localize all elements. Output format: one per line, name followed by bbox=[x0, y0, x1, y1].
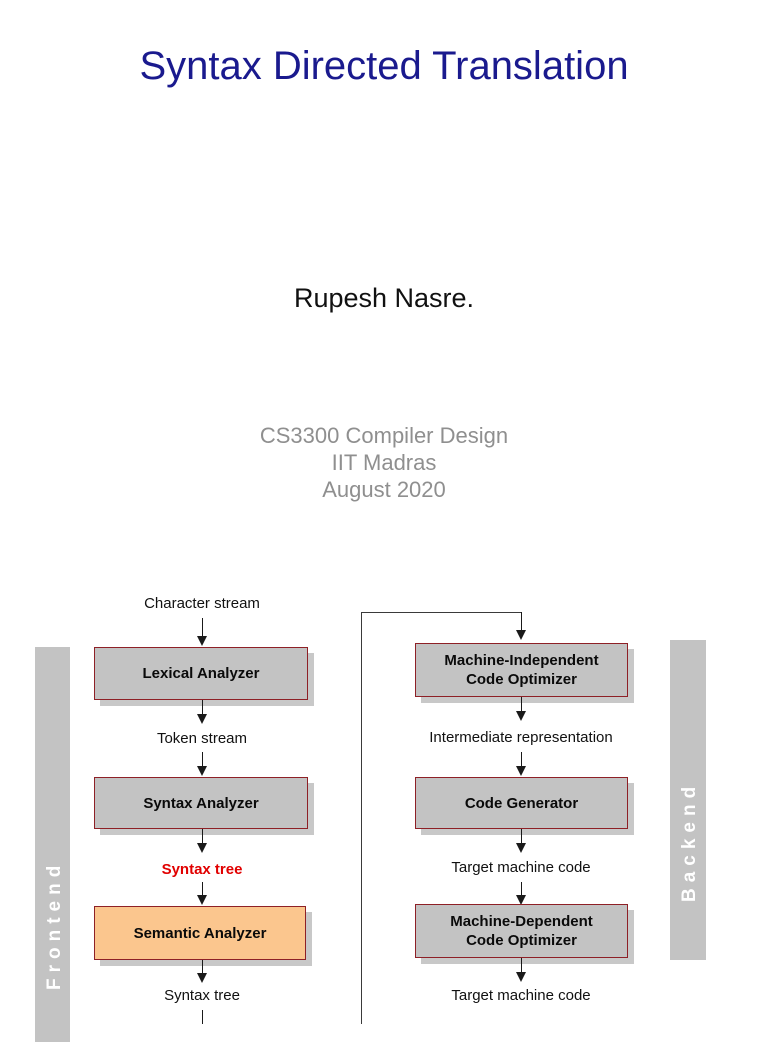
author-name: Rupesh Nasre. bbox=[293, 283, 475, 313]
edge-semantic-to-tree bbox=[202, 960, 203, 980]
stage-label: Semantic Analyzer bbox=[133, 924, 267, 942]
edge-input-to-lexical bbox=[202, 618, 203, 640]
page-title: Syntax Directed Translation bbox=[139, 44, 629, 88]
flow-label-character-stream: Character stream bbox=[144, 595, 260, 612]
flow-label-target-machine-code: Target machine code bbox=[451, 859, 591, 876]
arrowhead-icon bbox=[515, 972, 526, 982]
arrowhead-icon bbox=[196, 766, 207, 776]
edge-codegen-to-target bbox=[521, 829, 522, 849]
arrowhead-icon bbox=[515, 843, 526, 853]
stage-code-generator[interactable]: Code Generator bbox=[415, 777, 628, 829]
stage-machine-independent-code-optimizer[interactable]: Machine-Independent Code Optimizer bbox=[415, 643, 628, 697]
flow-label-target-machine-code-output: Target machine code bbox=[451, 987, 591, 1004]
course-institute: IIT Madras bbox=[331, 450, 437, 475]
arrowhead-icon bbox=[196, 636, 207, 646]
edge-syntax-to-tree bbox=[202, 829, 203, 849]
edge-md-optimizer-to-target bbox=[521, 958, 522, 978]
stage-label: Lexical Analyzer bbox=[142, 665, 260, 682]
arrowhead-icon bbox=[515, 895, 526, 905]
edge-tree-continues-down bbox=[202, 1010, 203, 1024]
stage-semantic-analyzer[interactable]: Semantic Analyzer bbox=[94, 906, 306, 960]
stage-label-line2: Code Optimizer bbox=[466, 671, 577, 688]
stage-label: Machine-Independent Code Optimizer bbox=[444, 651, 598, 689]
backend-phase-bar: Backend bbox=[670, 640, 706, 960]
course-date: August 2020 bbox=[322, 477, 446, 502]
stage-machine-dependent-code-optimizer[interactable]: Machine-Dependent Code Optimizer bbox=[415, 904, 628, 958]
flow-label-syntax-tree: Syntax tree bbox=[164, 987, 240, 1004]
backend-bar-label: Backend bbox=[679, 780, 700, 902]
stage-syntax-analyzer[interactable]: Syntax Analyzer bbox=[94, 777, 308, 829]
arrowhead-icon bbox=[196, 714, 207, 724]
flow-label-intermediate-representation: Intermediate representation bbox=[429, 729, 613, 746]
stage-lexical-analyzer[interactable]: Lexical Analyzer bbox=[94, 647, 308, 700]
edge-optimizer-to-ir bbox=[521, 697, 522, 717]
frontend-bar-label: Frontend bbox=[43, 859, 65, 990]
edge-lexical-to-token bbox=[202, 700, 203, 720]
frontend-phase-bar: Frontend bbox=[35, 647, 70, 1042]
arrowhead-icon bbox=[515, 630, 526, 640]
stage-label: Syntax Analyzer bbox=[143, 794, 259, 812]
connector-down-to-optimizer bbox=[521, 612, 522, 634]
connector-horizontal-top bbox=[361, 612, 522, 613]
flow-label-token-stream: Token stream bbox=[156, 730, 248, 747]
flow-label-syntax-tree-highlighted: Syntax tree bbox=[161, 861, 243, 878]
edge-target-to-md-optimizer bbox=[521, 882, 522, 902]
arrowhead-icon bbox=[515, 711, 526, 721]
arrowhead-icon bbox=[196, 973, 207, 983]
stage-label-line1: Machine-Dependent bbox=[450, 913, 593, 930]
course-code-name: CS3300 Compiler Design bbox=[259, 423, 509, 448]
stage-label: Code Generator bbox=[464, 794, 579, 812]
course-info-block: CS3300 Compiler Design IIT Madras August… bbox=[0, 422, 768, 503]
arrowhead-icon bbox=[196, 843, 207, 853]
arrowhead-icon bbox=[196, 895, 207, 905]
edge-ir-to-codegen bbox=[521, 752, 522, 774]
stage-label-line2: Code Optimizer bbox=[466, 932, 577, 949]
edge-token-to-syntax bbox=[202, 752, 203, 774]
connector-vertical-left bbox=[361, 612, 362, 1024]
edge-tree-to-semantic bbox=[202, 882, 203, 902]
stage-label-line1: Machine-Independent bbox=[444, 652, 599, 669]
arrowhead-icon bbox=[515, 766, 526, 776]
stage-label: Machine-Dependent Code Optimizer bbox=[450, 912, 593, 950]
